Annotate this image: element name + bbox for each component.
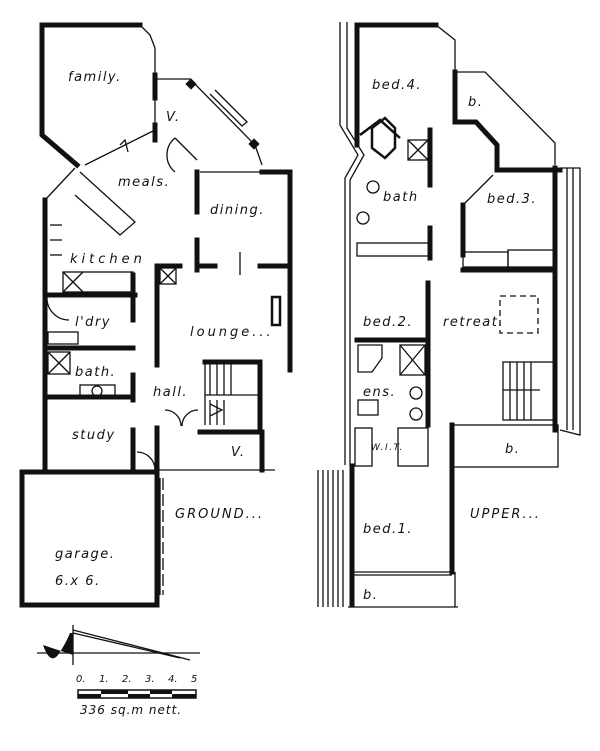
garage-size: 6.x 6. <box>55 574 101 589</box>
room-label-bath: bath. <box>75 365 117 380</box>
room-label-bed3: bed.3. <box>487 192 538 207</box>
upper-floor-title: UPPER... <box>470 507 541 522</box>
room-label-dining: dining. <box>210 203 265 218</box>
room-label-ensuite: ens. <box>363 385 397 400</box>
room-label-bed1: bed.1. <box>363 522 414 537</box>
scale-tick-4: 4. <box>168 674 178 685</box>
room-label-balcony-top: b. <box>468 95 484 110</box>
room-label-meals: meals. <box>118 175 171 190</box>
room-label-balcony-bottom: b. <box>363 588 379 603</box>
room-label-hall: hall. <box>153 385 189 400</box>
scale-tick-0: 0. <box>76 674 86 685</box>
room-label-verandah-top: V. <box>166 110 181 125</box>
room-label-wir: W.I.T. <box>371 443 404 453</box>
scale-tick-1: 1. <box>99 674 109 685</box>
scale-tick-5: 5 <box>191 674 198 685</box>
room-label-verandah-entry: V. <box>231 445 246 460</box>
ground-floor-walls <box>19 22 293 608</box>
ground-floor-title: GROUND... <box>175 507 264 522</box>
room-label-kitchen: kitchen <box>70 252 146 267</box>
room-label-upper-bath: bath <box>383 190 419 205</box>
room-label-balcony-mid: b. <box>505 442 521 457</box>
room-label-family: family. <box>68 70 122 85</box>
room-label-laundry: l'dry <box>75 315 111 330</box>
scale-tick-3: 3. <box>145 674 155 685</box>
room-label-study: study <box>72 428 116 443</box>
upper-floor-walls <box>317 22 581 608</box>
room-label-lounge: lounge... <box>190 325 274 340</box>
room-label-retreat: retreat. <box>443 315 504 330</box>
room-label-bed4: bed.4. <box>372 78 423 93</box>
net-area-label: 336 sq.m nett. <box>80 703 183 717</box>
scale-tick-2: 2. <box>122 674 132 685</box>
room-label-garage: garage. <box>55 547 116 562</box>
north-arrow-and-scale <box>37 625 200 699</box>
room-label-bed2: bed.2. <box>363 315 414 330</box>
